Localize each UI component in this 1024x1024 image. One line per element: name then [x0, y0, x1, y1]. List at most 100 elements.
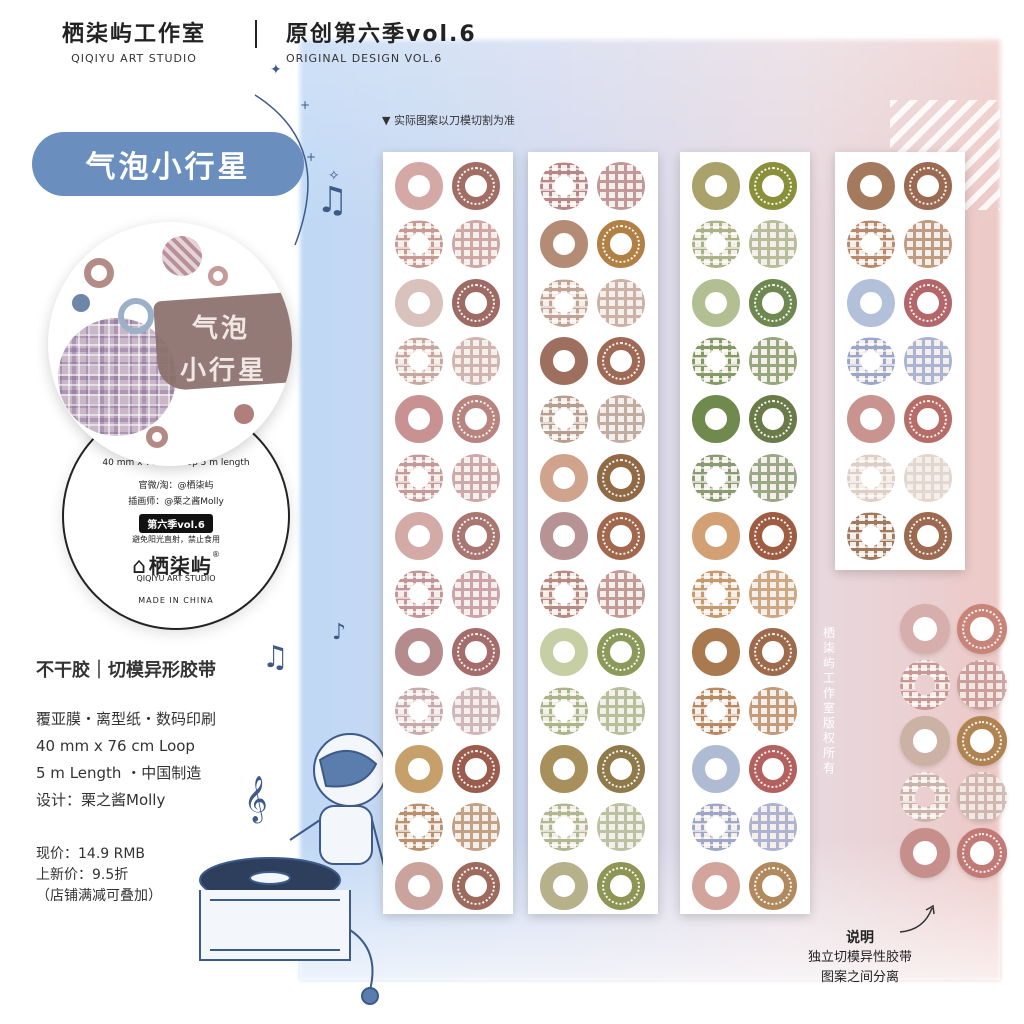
plaid-ring-sticker	[692, 454, 740, 502]
sticker-strip	[528, 152, 658, 914]
small-ring	[146, 426, 168, 448]
plaid-ring-sticker	[540, 570, 588, 618]
series-en: ORIGINAL DESIGN VOL.6	[286, 52, 443, 65]
ring-sticker	[692, 162, 740, 210]
ring-sticker	[900, 828, 950, 878]
discount-note: （店铺满减可叠加）	[36, 888, 162, 904]
small-ring	[84, 258, 114, 288]
season-badge: 第六季vol.6	[139, 514, 213, 533]
astronaut-gramophone-illustration	[199, 733, 387, 1005]
dotted-ring-sticker	[452, 861, 500, 910]
logo-en: QIQIYU ART STUDIO	[136, 574, 216, 583]
ring-sticker	[395, 395, 443, 444]
tape-type-text: 不干胶｜切模异形胶带	[36, 660, 216, 681]
plaid-disc-sticker	[904, 220, 952, 269]
plaid-disc-sticker	[749, 686, 797, 735]
sparkle-icon: ✦	[270, 62, 282, 78]
treble-clef-icon: 𝄞	[244, 776, 268, 822]
ring-sticker	[540, 511, 588, 560]
plaid-ring-sticker	[847, 454, 895, 502]
ring-sticker	[540, 861, 588, 910]
plaid-ring-sticker	[847, 220, 895, 268]
ring-sticker	[540, 453, 588, 502]
plaid-ring-sticker	[395, 454, 443, 502]
dotted-ring-sticker	[597, 336, 645, 385]
illustrator-line: 插画师：@栗之酱Molly	[128, 497, 224, 507]
sparkle-icon: ✧	[328, 168, 340, 184]
brush-text-1: 气泡	[192, 314, 251, 344]
ring-sticker	[900, 604, 950, 654]
plaid-disc-sticker	[597, 278, 645, 327]
plaid-disc-sticker	[749, 220, 797, 269]
sticker-strip	[835, 152, 965, 570]
blue-dot	[72, 294, 90, 312]
plaid-disc-sticker	[904, 453, 952, 502]
logo: ⌂ 栖柒屿®	[132, 550, 220, 579]
dotted-ring-sticker	[957, 716, 1007, 766]
specs: 覆亚膜・离型纸・数码印刷 40 mm x 76 cm Loop 5 m Leng…	[36, 706, 216, 814]
plaid-disc-sticker	[749, 453, 797, 502]
label-disc-front: 气泡 小行星	[48, 222, 292, 466]
ring-sticker	[395, 745, 443, 793]
dotted-ring-sticker	[597, 861, 645, 910]
ring-sticker	[692, 511, 740, 560]
dotted-ring-sticker	[904, 278, 952, 327]
gramophone-icon: ⌂	[132, 554, 147, 579]
header-series: 原创第六季vol.6 ORIGINAL DESIGN VOL.6	[286, 16, 477, 65]
brush-text-2: 小行星	[180, 356, 268, 386]
dotted-ring-sticker	[597, 220, 645, 269]
dotted-ring-sticker	[452, 395, 500, 444]
plaid-disc-sticker	[749, 803, 797, 852]
plaid-ring-sticker	[692, 803, 740, 851]
plaid-ring-sticker	[395, 570, 443, 618]
plaid-disc-sticker	[749, 336, 797, 385]
dotted-ring-sticker	[904, 511, 952, 560]
plaid-ring-sticker	[540, 687, 588, 735]
explain-title: 说明	[846, 930, 874, 946]
ring-sticker	[395, 861, 443, 910]
plaid-ring-sticker	[395, 337, 443, 385]
dotted-ring-sticker	[749, 278, 797, 327]
ring-sticker	[395, 278, 443, 327]
sparkle-icon: +	[300, 98, 311, 112]
spec-length: 5 m Length ・中国制造	[36, 764, 202, 782]
plaid-ring-sticker	[540, 279, 588, 327]
dotted-ring-sticker	[904, 162, 952, 210]
price: 现价：14.9 RMB	[36, 846, 146, 862]
dotted-ring-sticker	[749, 511, 797, 560]
plaid-disc-sticker	[904, 336, 952, 385]
dotted-ring-sticker	[452, 278, 500, 327]
product-title: 气泡小行星	[32, 132, 304, 196]
ring-sticker	[395, 511, 443, 560]
dotted-ring-sticker	[597, 745, 645, 793]
plaid-disc-sticker	[452, 220, 500, 269]
sparkle-icon: +	[306, 150, 317, 164]
plaid-disc-sticker	[957, 660, 1007, 710]
logo-text: 栖柒屿	[148, 554, 212, 578]
plaid-disc-sticker	[452, 686, 500, 735]
plaid-disc-sticker	[597, 570, 645, 619]
brown-dot	[234, 404, 254, 424]
dotted-ring-sticker	[749, 745, 797, 793]
ring-sticker	[847, 395, 895, 444]
ring-sticker	[900, 716, 950, 766]
plaid-ring-sticker	[900, 660, 950, 710]
plaid-disc-sticker	[597, 395, 645, 444]
explanation-box: 说明 独立切模异性胶带 图案之间分离	[790, 928, 930, 988]
dotted-ring-sticker	[452, 511, 500, 560]
plaid-ring-sticker	[540, 162, 588, 210]
ring-sticker	[540, 628, 588, 677]
plaid-ring-sticker	[900, 772, 950, 822]
arrow-icon	[899, 904, 935, 933]
ring-sticker	[540, 745, 588, 793]
dotted-ring-sticker	[957, 828, 1007, 878]
warning-line: 避免阳光直射，禁止食用	[132, 535, 220, 544]
cut-note: ▼ 实际图案以刀模切割为准	[382, 114, 515, 127]
plaid-disc-sticker	[957, 772, 1007, 822]
plaid-ring-sticker	[395, 220, 443, 268]
plaid-ring-sticker	[692, 337, 740, 385]
dotted-ring-sticker	[957, 604, 1007, 654]
dotted-ring-sticker	[597, 511, 645, 560]
ring-sticker	[692, 628, 740, 677]
plaid-ring-sticker	[395, 803, 443, 851]
